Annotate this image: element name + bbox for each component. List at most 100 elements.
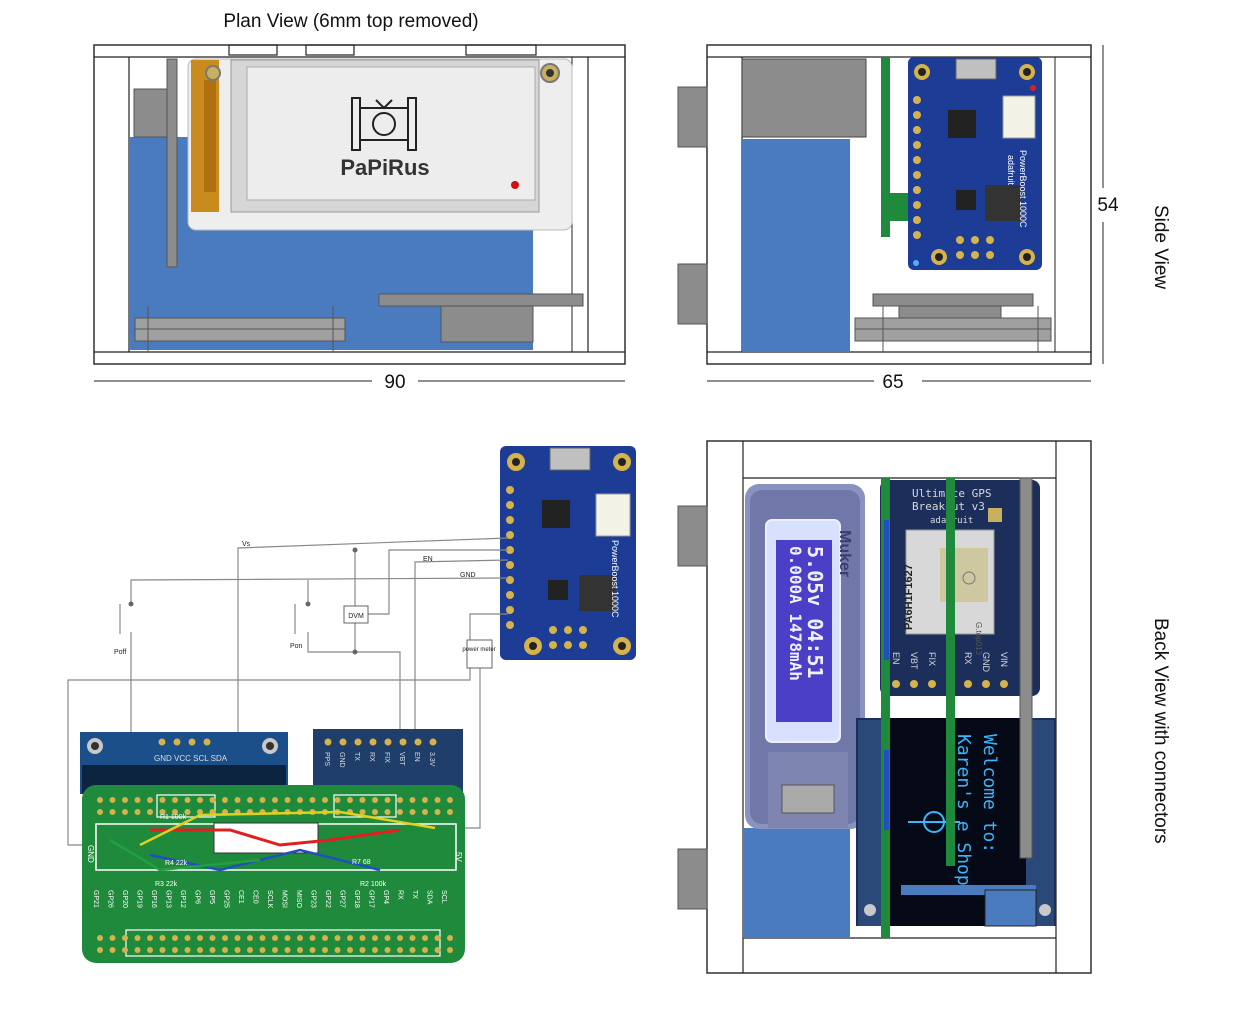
perfboard-pad bbox=[409, 797, 416, 803]
perfboard-pad bbox=[359, 809, 366, 815]
perfboard-pad bbox=[334, 935, 341, 941]
meter-lcd bbox=[776, 540, 832, 722]
side-view: PowerBoost 1000C adafruit 54 65 Side Vie… bbox=[677, 44, 1171, 393]
gpio-label: GP13 bbox=[165, 890, 172, 908]
perfboard-pad bbox=[397, 935, 403, 941]
gps-pin-label: VIN bbox=[999, 652, 1009, 667]
usb-a-port bbox=[781, 784, 835, 814]
resistor-label: R3 22k bbox=[155, 881, 178, 888]
back-grey-rail bbox=[1019, 477, 1033, 859]
gps-pin-label: GND bbox=[338, 752, 345, 768]
perfboard-pad bbox=[309, 797, 316, 803]
gps-pin-label: FIX bbox=[383, 752, 390, 763]
perfboard-pad bbox=[97, 935, 103, 941]
perfboard-pad bbox=[447, 797, 453, 803]
perfboard-pad bbox=[134, 797, 141, 803]
gps-pin-label: FIX bbox=[927, 652, 937, 666]
back-view: 5.05v 04:51 0.000A 1478mAh Muker Ultimat… bbox=[677, 440, 1171, 974]
perfboard-pad bbox=[434, 797, 441, 803]
perfboard-pad bbox=[122, 809, 128, 815]
gpio-label: GP25 bbox=[223, 890, 230, 908]
jst-connector bbox=[1002, 95, 1036, 139]
jst-connector bbox=[595, 493, 631, 537]
gpio-label: SCLK bbox=[266, 890, 273, 909]
papirus-logo-icon bbox=[351, 97, 417, 151]
perfboard-pad bbox=[197, 809, 203, 815]
gpio-label: MISO bbox=[295, 890, 302, 908]
perfboard-pad bbox=[397, 797, 403, 803]
perfboard-pad bbox=[109, 809, 116, 815]
perfboard-pad bbox=[259, 797, 266, 803]
led-red bbox=[511, 181, 519, 189]
perfboard-pad bbox=[447, 809, 453, 815]
usb-power-meter: 5.05v 04:51 0.000A 1478mAh Muker bbox=[745, 484, 865, 829]
resistor-label: R7 68 bbox=[352, 859, 371, 866]
perfboard-pad bbox=[159, 809, 166, 815]
gpio-label: GP16 bbox=[150, 890, 157, 908]
oled-pin-labels: GND VCC SCL SDA bbox=[154, 754, 228, 763]
plan-view: Plan View (6mm top removed) bbox=[93, 11, 626, 393]
resistor-label: R1 100k bbox=[160, 814, 187, 821]
perfboard-pad bbox=[247, 797, 253, 803]
perfboard-pad bbox=[284, 797, 291, 803]
perfboard-pad bbox=[209, 797, 216, 803]
perfboard-pad bbox=[159, 797, 166, 803]
perfboard-pad bbox=[347, 947, 353, 953]
side-battery bbox=[742, 139, 850, 352]
perfboard-pad bbox=[259, 935, 266, 941]
gpio-label: RX bbox=[397, 890, 404, 900]
gpio-label: GP21 bbox=[92, 890, 99, 908]
gpio-label: GP20 bbox=[121, 890, 128, 908]
gps-pin-label: TX bbox=[353, 752, 360, 761]
perfboard-pad bbox=[359, 797, 366, 803]
perfboard-pad bbox=[222, 797, 228, 803]
gps-pin-label: RX bbox=[368, 752, 375, 762]
perfboard-pad bbox=[197, 935, 203, 941]
perfboard-pad bbox=[172, 935, 178, 941]
back-view-title: Back View with connectors bbox=[1150, 618, 1171, 844]
perfboard-pad bbox=[172, 797, 178, 803]
perfboard-pad bbox=[159, 947, 166, 953]
plan-rail bbox=[378, 293, 584, 307]
perfboard-pad bbox=[297, 797, 303, 803]
back-connector bbox=[677, 505, 708, 567]
perfboard-pad bbox=[434, 809, 441, 815]
perfboard-pad bbox=[134, 935, 141, 941]
gps-pin-label: RX bbox=[963, 652, 973, 665]
perfboard-pad bbox=[309, 947, 316, 953]
perfboard-pad bbox=[422, 797, 428, 803]
gps-chip-label2: G.top013 bbox=[974, 622, 983, 655]
plan-rail bbox=[166, 58, 178, 268]
power-meter-label: power meter bbox=[462, 647, 495, 653]
perfboard-pad bbox=[372, 947, 378, 953]
side-board-label: PowerBoost 1000C bbox=[1018, 150, 1028, 228]
dvm-label: DVM bbox=[348, 613, 364, 620]
perfboard-pad bbox=[347, 935, 353, 941]
plan-case-outline bbox=[93, 44, 626, 365]
back-green-rail bbox=[881, 478, 890, 938]
resistor-label: R2 100k bbox=[360, 881, 387, 888]
power-meter-box bbox=[466, 639, 493, 669]
inductor bbox=[985, 185, 1021, 221]
perfboard-pad bbox=[122, 947, 128, 953]
plan-tab bbox=[228, 44, 278, 56]
back-usb-block bbox=[984, 889, 1037, 927]
gpio-label: GP22 bbox=[324, 890, 331, 908]
perfboard-pad bbox=[372, 935, 378, 941]
gpio-label: MOSI bbox=[281, 890, 288, 908]
side-connector bbox=[677, 86, 708, 148]
gpio-label: CE0 bbox=[252, 890, 259, 904]
perfboard-pad bbox=[172, 947, 178, 953]
gpio-label: GP5 bbox=[208, 890, 215, 904]
perfboard-pad bbox=[409, 809, 416, 815]
perfboard-pad bbox=[397, 809, 403, 815]
perfboard-pad bbox=[259, 947, 266, 953]
oled-line1: Welcome to: bbox=[979, 734, 1000, 853]
back-green-rail bbox=[946, 478, 955, 866]
perfboard-pad bbox=[422, 809, 428, 815]
back-battery bbox=[743, 828, 850, 938]
perfboard-pad bbox=[122, 797, 128, 803]
perfboard-pad bbox=[397, 947, 403, 953]
perfboard-pad bbox=[109, 935, 116, 941]
perfboard-pad bbox=[184, 935, 191, 941]
